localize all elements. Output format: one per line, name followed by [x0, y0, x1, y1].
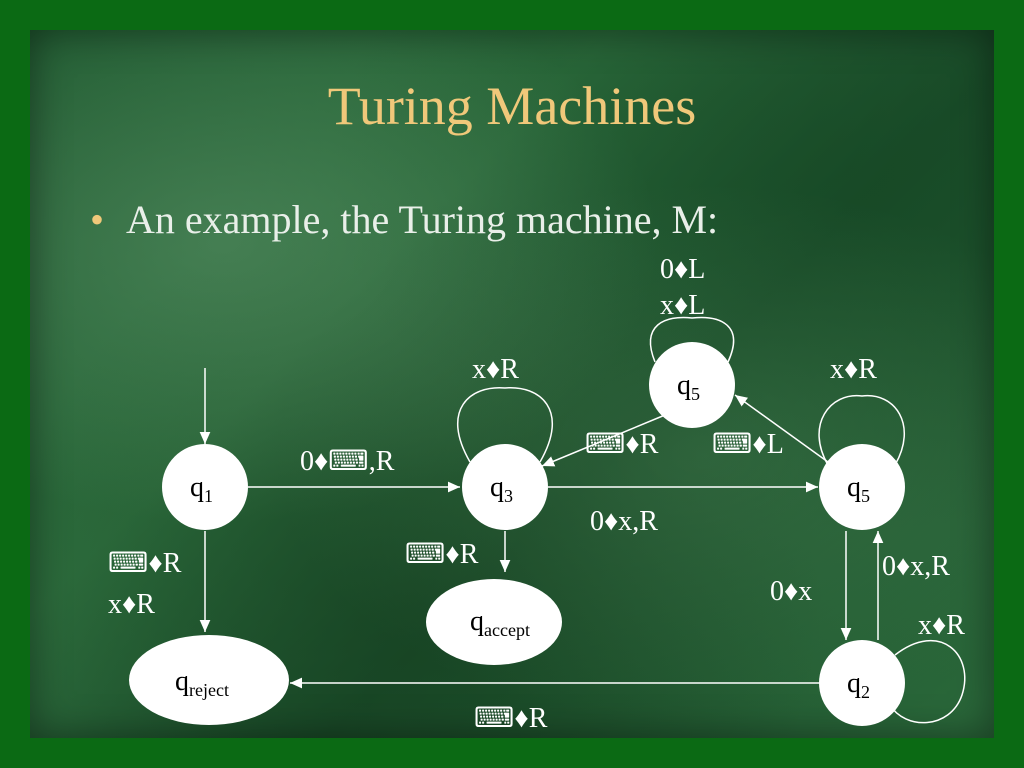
label-q2-loop: x♦R: [918, 610, 965, 641]
label-q1-q3: 0♦⌨,R: [300, 446, 395, 477]
label-q1-reject-2: x♦R: [108, 589, 155, 620]
label-q1-reject-1: ⌨♦R: [108, 548, 182, 579]
state-label-q1: q1: [190, 472, 213, 506]
label-q5top-loop-1: 0♦L: [660, 254, 705, 285]
label-q2-reject: ⌨♦R: [474, 703, 548, 734]
loop-q5-top: [649, 316, 735, 363]
state-label-q5-top: q5: [677, 370, 700, 404]
state-label-q5: q5: [847, 472, 870, 506]
slide-title: Turing Machines: [327, 76, 697, 136]
label-q3-accept: ⌨♦R: [405, 539, 479, 570]
edge-q5-q5top: [734, 394, 829, 463]
state-q1: [162, 444, 248, 530]
state-q5-top: [649, 342, 735, 428]
label-q3-q5: 0♦x,R: [590, 506, 658, 537]
label-q5-q5top: ⌨♦L: [712, 429, 784, 460]
state-label-q2: q2: [847, 668, 870, 702]
label-q2-q5: 0♦x,R: [882, 551, 950, 582]
bullet-text: An example, the Turing machine, M:: [126, 197, 719, 242]
state-label-q-accept: qaccept: [470, 606, 530, 640]
label-q3-loop: x♦R: [472, 354, 519, 385]
label-q5top-q3: ⌨♦R: [585, 429, 659, 460]
loop-q5-right: [818, 395, 906, 466]
bullet-dot-icon: •: [90, 197, 105, 242]
label-q5top-loop-2: x♦L: [660, 290, 705, 321]
bullet-item: • An example, the Turing machine, M:: [90, 196, 718, 243]
state-q2: [819, 640, 905, 726]
label-q5-loop: x♦R: [830, 354, 877, 385]
loop-q2: [889, 639, 966, 724]
edge-q5top-q3: [541, 414, 666, 467]
state-label-q-reject: qreject: [175, 666, 229, 700]
state-q-reject: [129, 635, 289, 725]
state-q-accept: [426, 579, 562, 665]
loop-q3: [457, 387, 553, 463]
label-q5-q2: 0♦x: [770, 576, 812, 607]
state-q3: [462, 444, 548, 530]
state-q5: [819, 444, 905, 530]
state-label-q3: q3: [490, 472, 513, 506]
